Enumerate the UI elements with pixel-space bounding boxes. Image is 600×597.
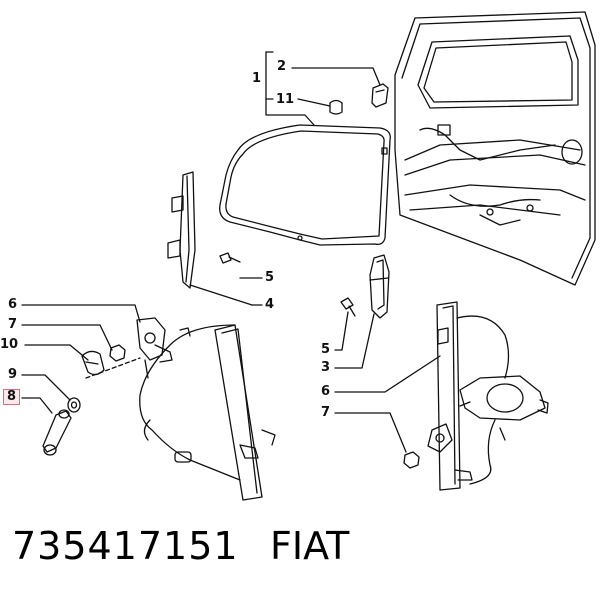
door-frame — [394, 11, 596, 286]
part-5-bolt — [219, 252, 241, 264]
part-8-crank-handle — [42, 409, 72, 456]
part-10-clip — [81, 350, 105, 376]
window-glass — [219, 124, 391, 246]
part-5-bolt-b — [340, 297, 356, 317]
callout-3: 3 — [321, 360, 331, 375]
callout-6-left: 6 — [8, 297, 18, 312]
brand-name: FIAT — [270, 524, 350, 568]
callout-1: 1 — [252, 71, 262, 86]
window-regulator-right — [427, 301, 549, 491]
part-7-nut-right — [403, 451, 420, 469]
part-3-bracket — [369, 254, 390, 319]
callout-9: 9 — [8, 367, 18, 382]
leader-lines — [21, 51, 441, 453]
part-7-nut-left — [109, 344, 126, 362]
callout-11: 11 — [276, 92, 295, 107]
part-number: 735417151 — [12, 524, 239, 568]
callout-5-top: 5 — [265, 270, 275, 285]
part-4-guide-channel — [167, 171, 253, 306]
callout-4: 4 — [265, 297, 275, 312]
callout-8-highlighted: 8 — [2, 389, 21, 405]
part-2-clip — [371, 83, 389, 108]
callout-7-right: 7 — [321, 405, 331, 420]
part-11-stopper — [329, 99, 343, 115]
window-regulator-left — [136, 317, 276, 501]
callout-5-right: 5 — [321, 342, 331, 357]
callout-10: 10 — [0, 337, 19, 352]
callout-6-right: 6 — [321, 384, 331, 399]
part-9-washer — [67, 397, 81, 413]
callout-7-left: 7 — [8, 317, 18, 332]
callout-2: 2 — [277, 59, 287, 74]
